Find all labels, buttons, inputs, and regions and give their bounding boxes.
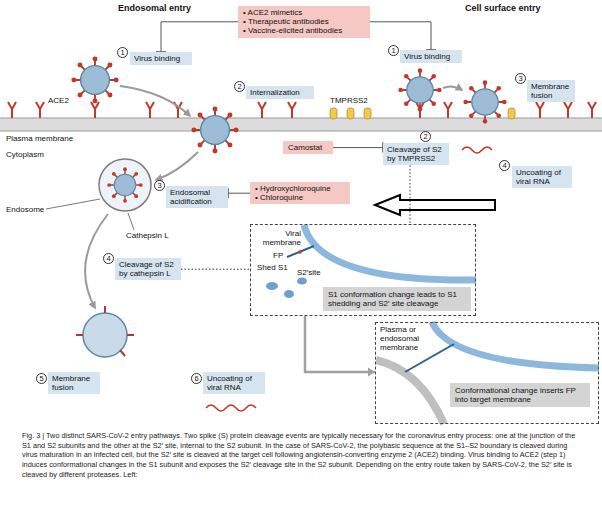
part-label: Cathepsin L <box>126 231 169 240</box>
s2-stalk <box>287 246 314 257</box>
callout-number: 1 <box>117 47 128 58</box>
part-label: Cytoplasm <box>6 150 44 159</box>
arrow-head <box>368 368 375 377</box>
step-box: Endosomal acidification <box>166 186 228 208</box>
node-text: Membrane fusion <box>52 374 96 392</box>
node-text: Viral membrane <box>257 229 301 247</box>
step-box: Uncoating of viral RNA <box>512 166 572 188</box>
inset-panel: Viral membraneFP Shed S1 S2′site S1 conform… <box>250 224 476 316</box>
s2-site <box>298 250 302 254</box>
part-label: Plasma membrane <box>6 134 73 143</box>
section-heading: Cell surface entry <box>465 3 541 13</box>
virion <box>191 106 238 153</box>
callout-number: 4 <box>499 160 510 171</box>
connector <box>410 165 411 224</box>
membrane-edge <box>0 131 602 132</box>
node-text: • Vaccine-elicited antibodies <box>243 26 365 35</box>
callout-number: 3 <box>515 73 526 84</box>
part-label: ACE2 <box>48 96 69 105</box>
callout-number: 6 <box>191 373 202 384</box>
plasma-membrane <box>0 118 602 131</box>
leader-line <box>46 199 100 209</box>
connector-line <box>333 147 383 148</box>
connector-line <box>410 165 411 224</box>
node-text: Uncoating of viral RNA <box>207 374 261 392</box>
step-box: Cleavage of S2 by TMPRSS2 <box>383 143 449 165</box>
step-box: Virus binding <box>130 52 192 65</box>
endosome <box>99 159 151 211</box>
connector <box>156 22 238 52</box>
viral-membrane <box>304 225 476 280</box>
step-box: Uncoating of viral RNA <box>203 372 265 394</box>
shed-s1 <box>266 278 307 299</box>
connector-line <box>161 22 238 52</box>
connector-line <box>370 22 431 50</box>
virion <box>71 56 118 103</box>
node-text: Uncoating of viral RNA <box>516 168 568 186</box>
viral-rna <box>462 147 492 153</box>
node-text: FP <box>273 251 283 260</box>
step-box: Membrane fusion <box>48 372 100 394</box>
node-text: • ACE2 mimetics <box>243 8 365 17</box>
node-text: Plasma or endosomal membrane <box>380 325 430 353</box>
node-text: Internalization <box>250 88 310 97</box>
callout-number: 4 <box>103 253 114 264</box>
virion <box>107 167 142 202</box>
inhibitor-box: • Hydroxychloroquine• Chloroquine <box>250 182 350 204</box>
inset-panel: Plasma or endosomal membraneConformation… <box>375 322 599 424</box>
node-text: Endosomal acidification <box>170 188 224 206</box>
node-text: Conformational change inserts FP into ta… <box>455 386 585 404</box>
step-box: Virus binding <box>400 50 462 63</box>
connector-line <box>305 316 375 372</box>
part-label: TMPRSS2 <box>330 96 368 105</box>
node-text: Virus binding <box>404 52 458 61</box>
connector-line <box>228 193 250 194</box>
connector <box>305 316 375 377</box>
ace2-receptors <box>8 102 596 118</box>
virion <box>398 68 441 111</box>
node-text: S2′site <box>297 268 321 277</box>
connector <box>228 188 250 198</box>
step-box: Membrane fusion <box>527 80 575 102</box>
node-text: • Hydroxychloroquine <box>255 184 345 193</box>
node-text: Membrane fusion <box>531 82 571 100</box>
node-text: Shed S1 <box>257 263 288 272</box>
connector <box>370 22 436 50</box>
connector-line <box>181 269 250 270</box>
connector <box>181 269 250 270</box>
step-box: Internalization <box>246 86 314 99</box>
callout-number: 3 <box>154 180 165 191</box>
viral-rna <box>206 405 256 411</box>
leader-line <box>128 213 134 230</box>
pointer-arrow <box>375 195 495 215</box>
node-text: Virus binding <box>134 54 188 63</box>
callout-number: 1 <box>388 45 399 56</box>
inhibitor-box: Camostat <box>283 141 333 154</box>
node-text: Cleavage of S2 by TMPRSS2 <box>387 145 445 163</box>
connector <box>333 143 383 153</box>
viral-membrane <box>432 322 599 368</box>
node-text: Cleavage of S2 by cathepsin L <box>119 260 177 278</box>
inhibitor-box: • ACE2 mimetics• Therapeutic antibodies•… <box>238 6 370 38</box>
callout-number: 5 <box>36 373 47 384</box>
callout-number: 2 <box>420 131 431 142</box>
node-text: Camostat <box>288 143 328 152</box>
section-heading: Endosomal entry <box>118 3 191 13</box>
figure-caption: Fig. 3 | Two distinct SARS-CoV-2 entry p… <box>22 431 582 479</box>
node-text: • Chloroquine <box>255 193 345 202</box>
callout-number: 2 <box>234 81 245 92</box>
note-box: Conformational change inserts FP into ta… <box>450 383 590 407</box>
note-box: S1 conformation change leads to S1 shedd… <box>323 287 471 311</box>
part-label: Endosome <box>6 205 44 214</box>
spike-stalks <box>76 306 134 356</box>
node-text: S1 conformation change leads to S1 shedd… <box>328 290 466 308</box>
virion <box>463 80 506 123</box>
node-text: • Therapeutic antibodies <box>243 17 365 26</box>
step-box: Cleavage of S2 by cathepsin L <box>115 258 181 280</box>
